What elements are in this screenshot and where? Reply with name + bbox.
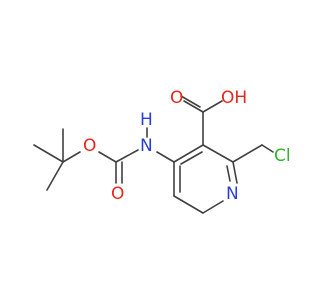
acid-carbonyl-oxygen-label: O: [170, 88, 183, 108]
chlorine-label: Cl: [274, 146, 291, 166]
molecule-canvas: OH O N Cl H N O O: [33, 88, 291, 214]
atom-labels: OH O N Cl H N O O: [83, 88, 291, 204]
bond-n1-c2: [232, 161, 238, 184]
bonds: [33, 95, 274, 214]
bond-c4-nh: [156, 151, 175, 163]
bond-c6-n1: [202, 200, 224, 214]
bond-c2-ch2: [232, 144, 263, 163]
boc-carbonyl-oxygen-label: O: [111, 184, 124, 204]
hydroxyl-label: OH: [221, 88, 247, 108]
bond-nh-cboc: [115, 149, 139, 163]
bond-cooh-o1: [183, 100, 204, 113]
structure-diagram: OH O N Cl H N O O: [33, 88, 291, 214]
amide-nitrogen-label: N: [140, 136, 153, 156]
bond-n1-c2-inner: [226, 165, 231, 182]
bond-c2-c3: [202, 144, 234, 163]
bond-cooh-oh: [202, 100, 223, 113]
bond-c3-c4: [173, 144, 204, 163]
bond-ch2-cl: [261, 144, 274, 153]
bond-oester-cq: [62, 151, 81, 163]
bond-cboc-oester: [98, 151, 117, 163]
bond-cq-me3: [46, 161, 64, 191]
ring-nitrogen-label: N: [226, 184, 239, 204]
ester-oxygen-label: O: [83, 136, 96, 156]
bond-cooh-o2: [180, 95, 201, 108]
bond-c3-c4-inner: [180, 151, 203, 165]
bond-cq-me2: [33, 144, 64, 163]
bond-c5-c6: [173, 195, 204, 214]
amide-hydrogen-label: H: [140, 110, 153, 130]
